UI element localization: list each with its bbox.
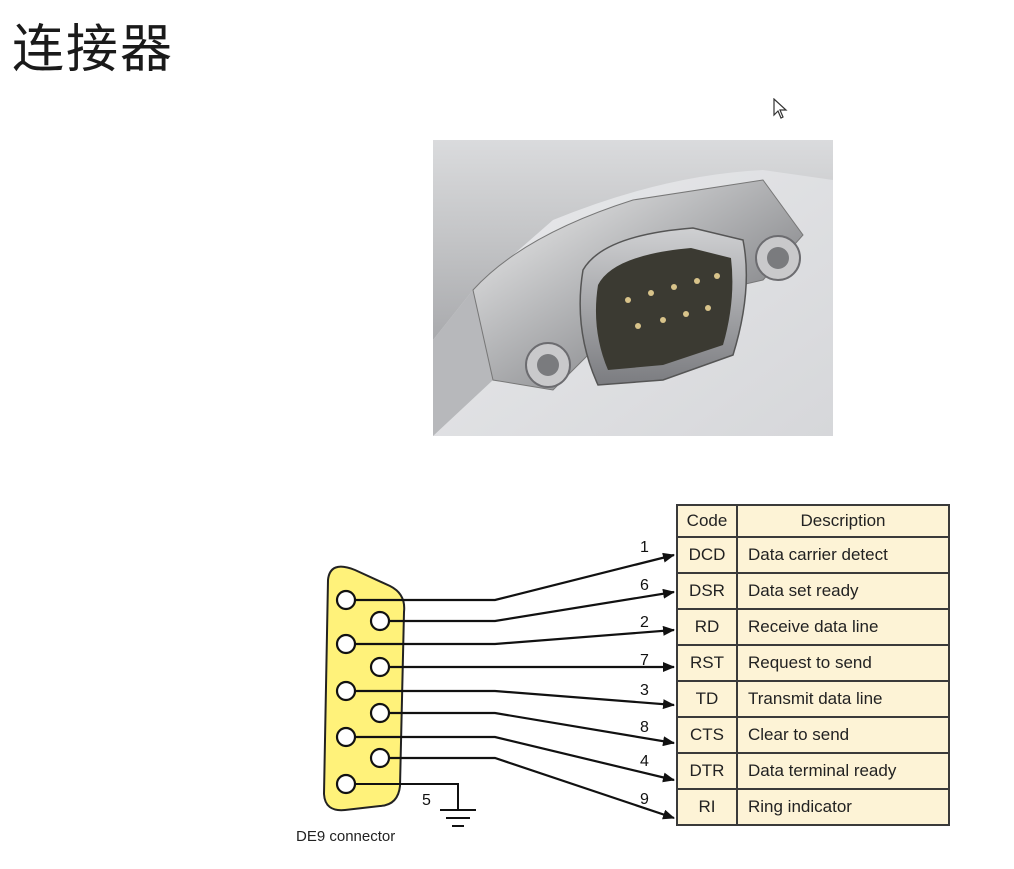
pin-description-table: Code Description DCD Data carrier detect… xyxy=(676,504,950,826)
signal-wires xyxy=(355,552,675,820)
table-row: RST Request to send xyxy=(676,644,950,682)
signal-description: Transmit data line xyxy=(736,680,950,718)
table-row: CTS Clear to send xyxy=(676,716,950,754)
wire-pin-9 xyxy=(389,756,675,820)
wire-pin-6 xyxy=(389,588,675,623)
page-title: 连接器 xyxy=(12,20,175,80)
wire-pin-4 xyxy=(355,735,675,783)
signal-code: RD xyxy=(676,608,738,646)
ground-symbol xyxy=(355,783,476,827)
signal-description: Receive data line xyxy=(736,608,950,646)
connector-shell xyxy=(322,565,406,812)
pin-number-2: 2 xyxy=(640,614,649,631)
signal-description: Data terminal ready xyxy=(736,752,950,790)
signal-code: CTS xyxy=(676,716,738,754)
signal-code: DSR xyxy=(676,572,738,610)
table-row: RI Ring indicator xyxy=(676,788,950,826)
table-row: DTR Data terminal ready xyxy=(676,752,950,790)
signal-description: Data set ready xyxy=(736,572,950,610)
de9-pinout-diagram: 1 6 2 7 3 8 4 9 5 xyxy=(322,539,675,827)
code-column-header: Code xyxy=(676,504,738,538)
description-column-header: Description xyxy=(736,504,950,538)
table-row: TD Transmit data line xyxy=(676,680,950,718)
pin-number-8: 8 xyxy=(640,719,649,736)
mouse-cursor-icon xyxy=(773,98,788,119)
pin-number-1: 1 xyxy=(640,539,649,556)
wire-pin-1 xyxy=(355,552,675,602)
signal-code: RI xyxy=(676,788,738,826)
signal-code: DCD xyxy=(676,536,738,574)
signal-code: TD xyxy=(676,680,738,718)
connector-photo xyxy=(433,140,833,436)
signal-description: Ring indicator xyxy=(736,788,950,826)
ground-pin-number: 5 xyxy=(422,792,431,809)
signal-code: RST xyxy=(676,644,738,682)
table-row: RD Receive data line xyxy=(676,608,950,646)
signal-description: Clear to send xyxy=(736,716,950,754)
pin-number-7: 7 xyxy=(640,652,649,669)
connector-label: DE9 connector xyxy=(296,828,396,845)
pin-number-3: 3 xyxy=(640,682,649,699)
pin-number-6: 6 xyxy=(640,577,649,594)
signal-description: Data carrier detect xyxy=(736,536,950,574)
wire-pin-8 xyxy=(389,711,675,747)
wire-pin-3 xyxy=(355,689,675,710)
table-row: DCD Data carrier detect xyxy=(676,536,950,574)
pin-number-4: 4 xyxy=(640,753,649,770)
signal-code: DTR xyxy=(676,752,738,790)
signal-description: Request to send xyxy=(736,644,950,682)
pin-number-9: 9 xyxy=(640,791,649,808)
table-row: DSR Data set ready xyxy=(676,572,950,610)
wire-pin-2 xyxy=(355,625,675,646)
